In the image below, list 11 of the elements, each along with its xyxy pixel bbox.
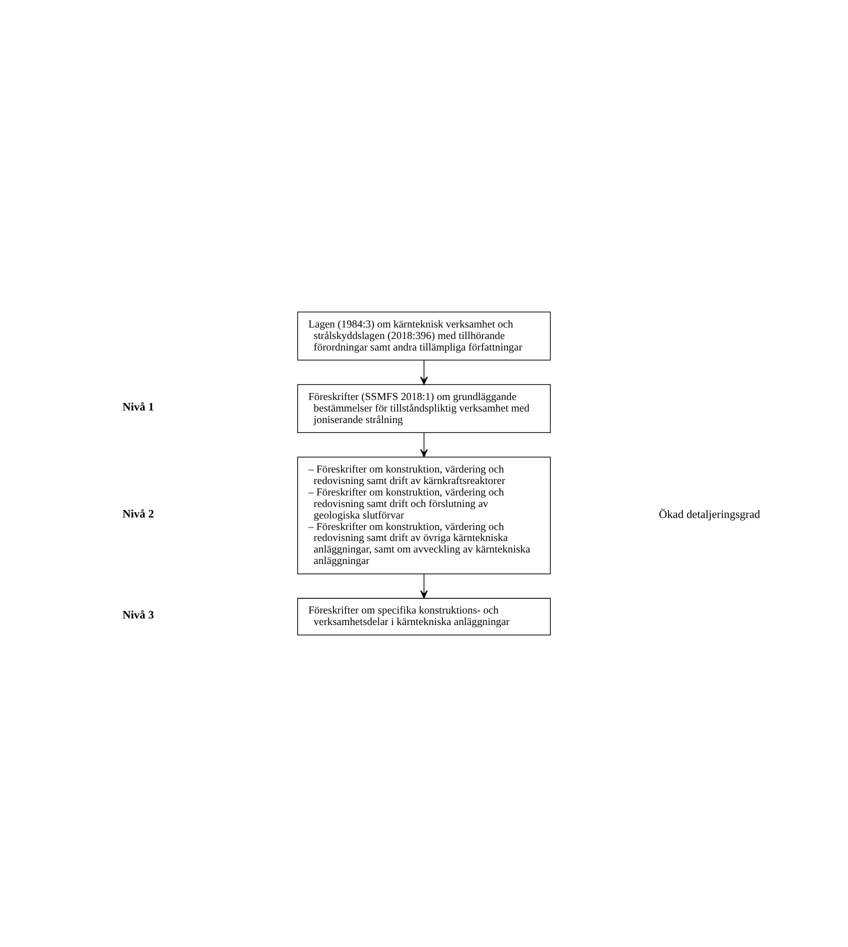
node-box: Föreskrifter om specifika konstruktions- och verksamhetsdelar i kärntekniska anläggningar	[297, 598, 551, 636]
label: Nivå 3	[122, 610, 154, 622]
arrow	[420, 360, 428, 385]
arrow	[420, 432, 428, 458]
node-box: Föreskrifter (SSMFS 2018:1) om grundläggande bestämmelser för tillståndspliktig verksamhet med joniserande strålning	[297, 384, 551, 434]
arrow	[420, 574, 428, 598]
label: Nivå 1	[122, 402, 154, 414]
label: Nivå 2	[122, 508, 154, 520]
node-box: Lagen (1984:3) om kärnteknisk verksamhet och strålskyddslagen (2018:396) med tillhörande förordningar samt andra tillämpliga författningar	[297, 312, 551, 361]
label: Ökad detaljeringsgrad	[658, 509, 760, 522]
node-box: – Föreskrifter om konstruktion, värdering och redovisning samt drift av kärnkraftsreaktorer – Föreskrifter om konstruktion, värdering och redovisning samt drift och förslutning av geologiska slutförvar – Föreskrifter om konstruktion, värdering och redovisning samt drift av övriga kärntekniska anläggningar, samt om avveckling av kärntekniska anläggningar	[297, 456, 551, 574]
